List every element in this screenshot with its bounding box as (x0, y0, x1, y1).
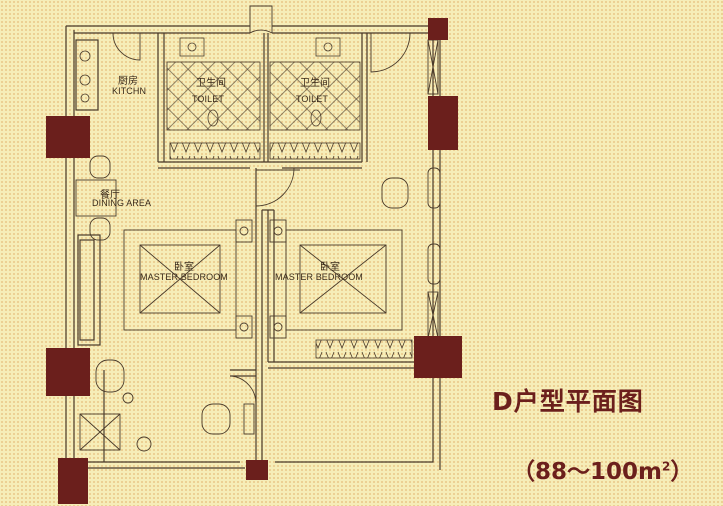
beds (123, 219, 403, 339)
toilet-left-label-zh: 卫生间 (196, 78, 226, 89)
toilet-left-label-en: TOILET (192, 94, 224, 104)
plan-area: （88～100m2） (512, 452, 693, 486)
side-furniture (381, 39, 441, 339)
bedroom-right-label-zh: 卧室 (320, 262, 340, 273)
lower-furniture (79, 359, 255, 452)
wardrobe-left (169, 142, 261, 160)
toilet-right-label-en: TOILET (296, 94, 328, 104)
toilet-left-floor (166, 61, 261, 131)
plan-title: D户型平面图 (492, 387, 644, 416)
sinks (179, 37, 341, 127)
wardrobe-bottom (315, 339, 413, 359)
dining-label-zh: 餐厅 (100, 190, 120, 201)
plan-area-close: ） (670, 459, 694, 485)
plan-area-open: （88～100m (512, 459, 662, 485)
columns (46, 18, 462, 504)
bedroom-right-label-en: MASTER BEDROOM (275, 272, 363, 282)
toilet-right-floor (269, 61, 361, 131)
dining-label-en: DINING AREA (92, 198, 152, 208)
wardrobe-right (269, 142, 361, 160)
kitchen-label-en: KITCHN (112, 86, 147, 96)
toilet-right-label-zh: 卫生间 (300, 78, 330, 89)
stove (79, 50, 91, 103)
dining-set (75, 155, 117, 241)
bedroom-left-label-en: MASTER BEDROOM (140, 272, 228, 282)
bedroom-left-label-zh: 卧室 (174, 262, 194, 273)
door-swings (112, 5, 411, 405)
kitchen-label-zh: 厨房 (118, 76, 138, 87)
plan-area-sup: 2 (661, 459, 671, 474)
